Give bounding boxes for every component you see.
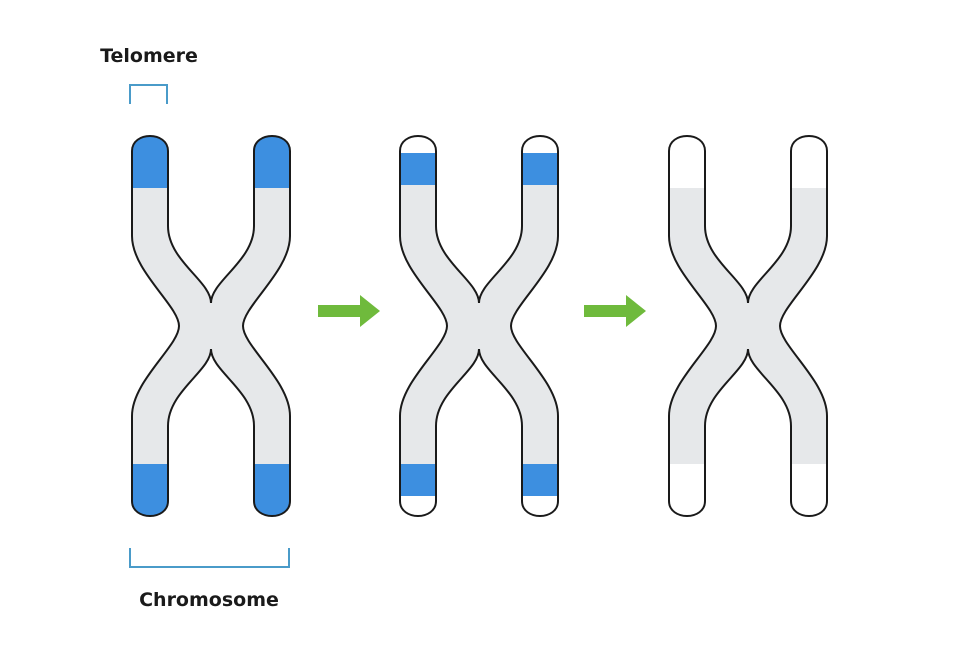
chromosome-body [132, 136, 290, 516]
progression-arrow-2 [584, 295, 646, 327]
telomere-top-right [241, 136, 290, 188]
chromosome-depleted-telomeres [668, 135, 828, 517]
telomere-top-right [509, 153, 558, 185]
telomere-label: Telomere [100, 45, 198, 67]
telomere-bottom-left [400, 464, 449, 496]
progression-arrow-1 [318, 295, 380, 327]
telomere-bracket [129, 84, 168, 104]
telomere-bottom-right [241, 464, 290, 516]
chromosome-shortened-telomeres [399, 135, 559, 517]
chromosome-label: Chromosome [139, 589, 279, 611]
telomere-top-left [400, 153, 449, 185]
chromosome-body [400, 183, 558, 469]
chromosome-body [669, 188, 827, 464]
telomere-bottom-left [132, 464, 181, 516]
chromosome-full-telomeres [131, 135, 291, 517]
chromosome-bracket [129, 548, 290, 568]
telomere-bottom-right [509, 464, 558, 496]
telomere-top-left [132, 136, 181, 188]
